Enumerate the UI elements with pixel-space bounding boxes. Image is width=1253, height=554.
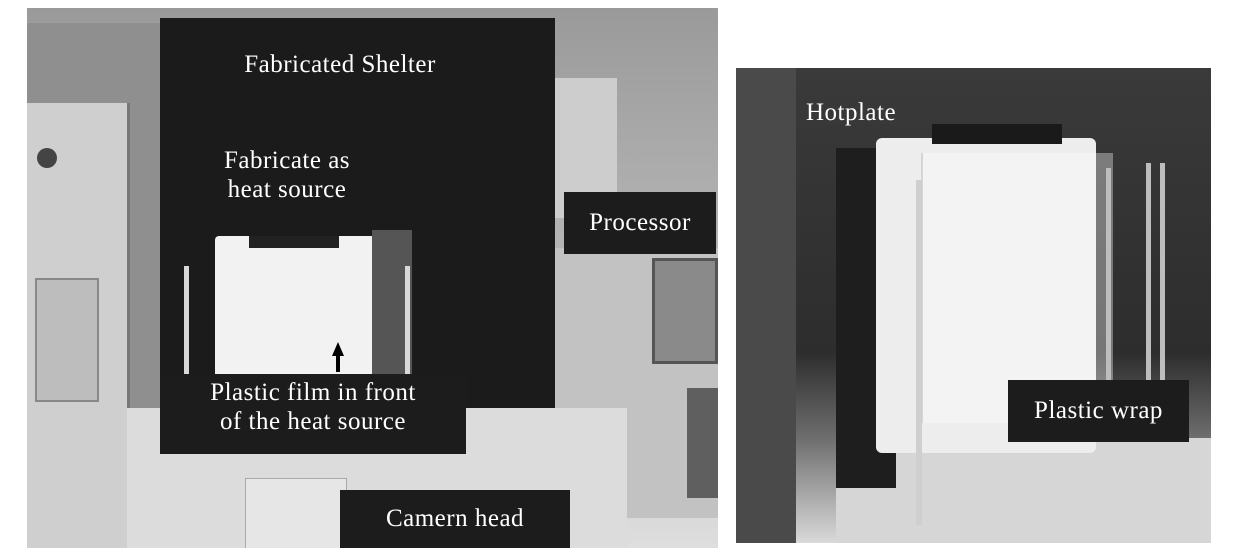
left-photo: Fabricated Shelter Fabricate as heat sou… xyxy=(27,8,718,548)
right-floor xyxy=(836,438,1211,543)
processor-keypad xyxy=(687,388,718,498)
processor-screen xyxy=(652,258,718,364)
shelter-label: Fabricated Shelter xyxy=(244,51,436,78)
right-left-panel xyxy=(736,68,796,543)
hotplate-top xyxy=(932,124,1062,144)
cabinet-knob xyxy=(37,148,57,168)
support-rod-back-2 xyxy=(1146,163,1151,388)
processor-label: Processor xyxy=(564,192,716,254)
camera-head-label: Camern head xyxy=(340,490,570,548)
arrow-shaft xyxy=(336,354,340,372)
support-rod-back-3 xyxy=(1160,163,1165,388)
heat-source-box xyxy=(215,236,375,378)
heat-source-label: Fabricate as heat source xyxy=(223,147,351,203)
support-rod-front xyxy=(916,180,922,525)
right-photo: Hotplate Plastic wrap xyxy=(736,68,1211,543)
plastic-film-label: Plastic film in front of the heat source xyxy=(160,374,466,454)
support-rod-right xyxy=(405,266,410,386)
support-rod-left xyxy=(184,266,189,386)
plastic-wrap-label: Plastic wrap xyxy=(1008,380,1189,442)
cabinet-panel xyxy=(35,278,99,402)
plastic-wrap xyxy=(921,153,1113,423)
heat-source-lid xyxy=(249,236,339,248)
camera-body xyxy=(245,478,347,548)
support-rod-back-1 xyxy=(1106,168,1111,388)
arrow-up-icon xyxy=(332,342,344,356)
hotplate-label: Hotplate xyxy=(805,99,897,126)
